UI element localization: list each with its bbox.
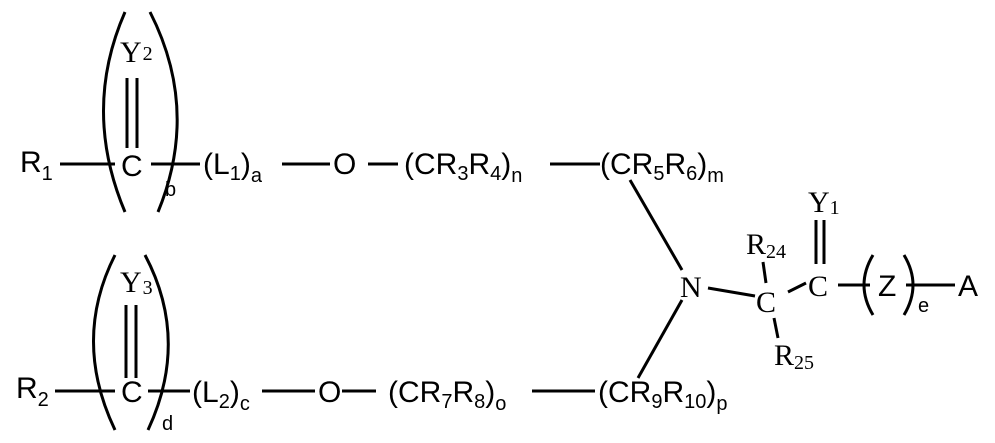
bond-c-r24: [761, 261, 768, 284]
bond-lower-to-n: [636, 299, 684, 379]
bond-c-r25: [772, 317, 780, 339]
z-group: Z: [878, 270, 896, 303]
cr7r8-unit: (CR7R8)o: [388, 376, 506, 415]
core-group: N C R24 R25 C Y1 Z e A: [680, 186, 978, 374]
repeat-e: e: [918, 295, 929, 317]
repeat-b: b: [165, 179, 176, 201]
upper-bracket-right: [148, 11, 179, 213]
terminal-a: A: [958, 270, 978, 303]
y1-label: Y1: [808, 186, 840, 219]
cr5r6-unit: (CR5R6)m: [600, 148, 724, 187]
core-carbonyl-carbon: C: [808, 270, 828, 303]
lower-oxygen: O: [318, 376, 341, 409]
upper-carbonyl-carbon: C: [121, 150, 143, 183]
z-bracket-left: [862, 254, 875, 316]
y2-label: Y2: [120, 36, 153, 69]
nitrogen-atom: N: [680, 271, 702, 304]
lower-bracket-left: [92, 254, 117, 431]
upper-bracket-left: [102, 11, 127, 213]
alpha-carbon: C: [756, 286, 776, 319]
y3-label: Y3: [120, 266, 153, 299]
lower-chain: R2 Y3 C d (L2)c O (CR7R8)o (CR9R10)p: [16, 254, 728, 435]
cr3r4-unit: (CR3R4)n: [404, 148, 522, 187]
r25-label: R25: [774, 339, 814, 374]
bond-n-c: [707, 286, 756, 298]
l1-group: (L1)a: [203, 148, 263, 187]
lower-carbonyl-carbon: C: [121, 376, 143, 409]
r1-label: R1: [20, 146, 53, 185]
upper-chain: R1 Y2 C b (L1)a O (CR3R4)n: [20, 11, 724, 213]
cr9r10-unit: (CR9R10)p: [598, 376, 728, 415]
upper-oxygen: O: [333, 148, 356, 181]
r24-label: R24: [746, 228, 786, 263]
bond-c-carbonyl: [787, 281, 807, 294]
l2-group: (L2)c: [192, 376, 250, 415]
r2-label: R2: [16, 372, 49, 411]
repeat-d: d: [162, 413, 173, 435]
lower-bracket-right: [143, 254, 170, 431]
bond-upper-to-n: [628, 179, 684, 271]
